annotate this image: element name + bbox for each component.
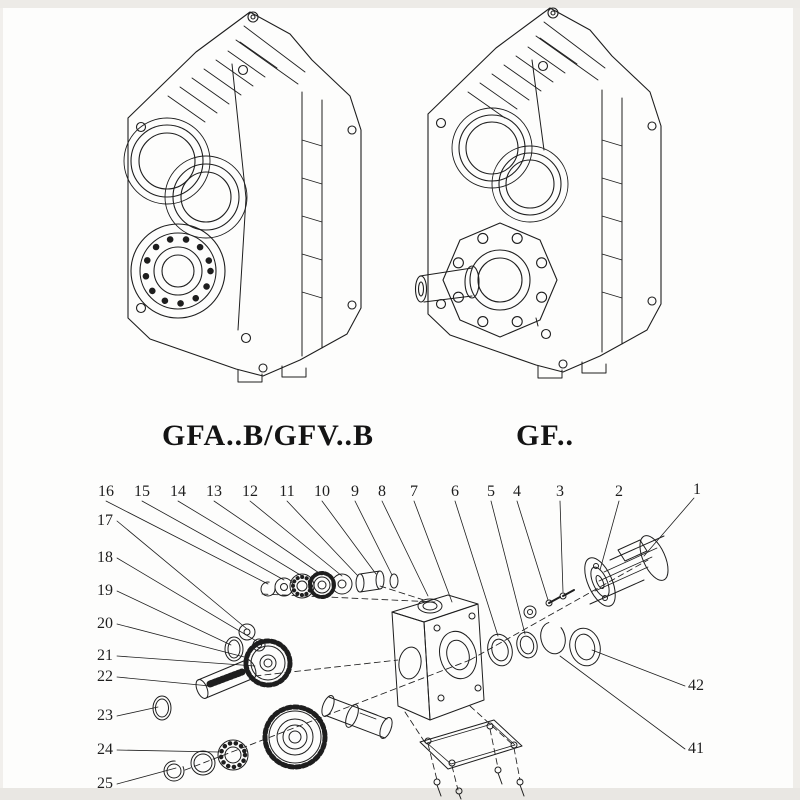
motor xyxy=(584,535,669,607)
callout-10: 10 xyxy=(314,483,330,500)
callout-24: 24 xyxy=(97,741,113,758)
ball-bearing xyxy=(217,739,249,771)
output-shaft xyxy=(414,265,480,303)
callout-9: 9 xyxy=(351,483,359,500)
intermediate-gear xyxy=(243,638,293,688)
pinion-gear xyxy=(308,571,336,599)
callout-7: 7 xyxy=(410,483,418,500)
callout-20: 20 xyxy=(97,615,113,632)
callout-3: 3 xyxy=(556,483,564,500)
input-shaft xyxy=(359,570,381,593)
gearbox-drawing-left xyxy=(123,11,362,383)
washer xyxy=(238,623,256,641)
bolt xyxy=(455,787,463,795)
ring xyxy=(224,636,244,662)
callout-15: 15 xyxy=(134,483,150,500)
gearbox-drawing-right xyxy=(414,7,662,379)
housing-bolts xyxy=(135,64,357,373)
callout-11: 11 xyxy=(279,483,295,500)
callout-13: 13 xyxy=(206,483,222,500)
bolt xyxy=(494,766,502,774)
callout-22: 22 xyxy=(97,668,113,685)
callout-18: 18 xyxy=(97,549,113,566)
cooling-fins xyxy=(167,25,306,123)
cooling-fins xyxy=(467,21,606,119)
mounting-feet xyxy=(537,361,607,379)
exploded-parts-diagram xyxy=(152,535,669,800)
callout-23: 23 xyxy=(97,707,113,724)
lifting-eye xyxy=(247,11,259,23)
terminal-box xyxy=(617,539,648,562)
callout-42: 42 xyxy=(688,677,704,694)
callout-5: 5 xyxy=(487,483,495,500)
circlip xyxy=(540,621,566,655)
ring xyxy=(190,750,216,776)
callout-2: 2 xyxy=(615,483,623,500)
callout-6: 6 xyxy=(451,483,459,500)
output-flange xyxy=(442,222,558,338)
output-gear xyxy=(262,704,328,770)
bolt xyxy=(545,599,553,607)
callout-17: 17 xyxy=(97,512,113,529)
callout-21: 21 xyxy=(97,647,113,664)
bolt xyxy=(559,592,567,600)
input-bores xyxy=(123,117,248,239)
model-label-left: GFA..B/GFV..B xyxy=(162,419,374,452)
washer xyxy=(523,605,537,619)
callout-12: 12 xyxy=(242,483,258,500)
lifting-eye xyxy=(547,7,559,19)
leader-lines xyxy=(105,497,695,785)
motor-side-seals xyxy=(487,589,601,667)
seal xyxy=(389,573,399,589)
seal-ring xyxy=(487,633,513,667)
housing-bolts xyxy=(435,60,657,369)
ring xyxy=(516,631,538,659)
spacer xyxy=(331,573,353,595)
callout-14: 14 xyxy=(170,483,186,500)
cover-plate-and-bolts xyxy=(419,719,525,800)
callout-25: 25 xyxy=(97,775,113,792)
pinion-shaft xyxy=(197,659,255,699)
input-bores xyxy=(451,107,569,223)
callout-16: 16 xyxy=(98,483,114,500)
callout-19: 19 xyxy=(97,582,113,599)
model-label-right: GF.. xyxy=(516,419,574,452)
flange-seal xyxy=(569,627,601,667)
gear-housing xyxy=(391,594,485,721)
callout-41: 41 xyxy=(688,740,704,757)
callout-4: 4 xyxy=(513,483,521,500)
input-shaft-parts xyxy=(260,570,399,599)
output-bearing xyxy=(130,223,226,319)
output-shaft-parts xyxy=(163,695,393,782)
mounting-feet xyxy=(237,365,307,383)
callout-8: 8 xyxy=(378,483,386,500)
callout-1: 1 xyxy=(693,481,701,498)
bolt xyxy=(433,778,441,786)
intermediate-gear-parts xyxy=(152,623,293,721)
